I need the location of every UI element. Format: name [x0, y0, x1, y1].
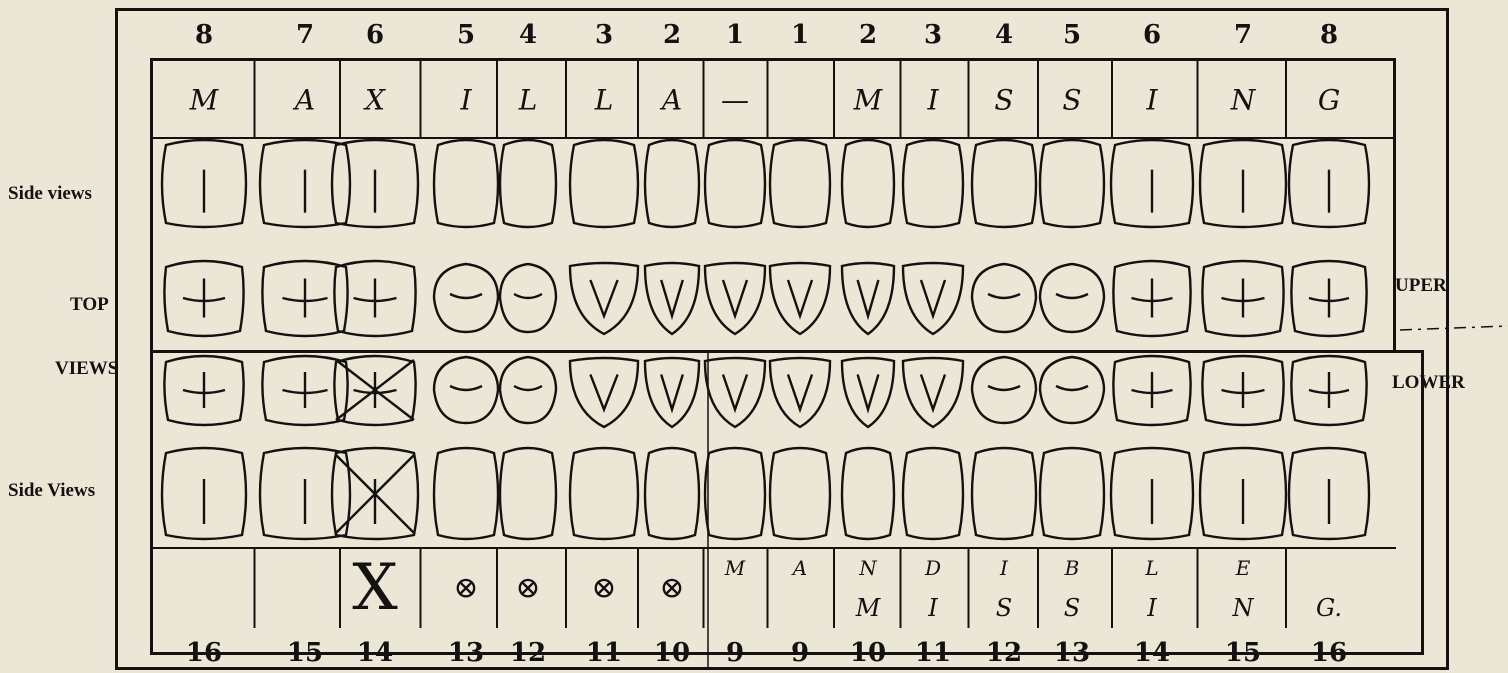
upper-top-tooth [770, 263, 830, 334]
upper-side-tooth [903, 140, 963, 227]
upper-top-tooth [645, 263, 699, 334]
lower-top-tooth [164, 356, 243, 425]
lower-top-tooth [645, 358, 699, 427]
upper-top-tooth [500, 264, 556, 332]
upper-side-tooth [1200, 140, 1286, 227]
upper-side-tooth [162, 140, 246, 227]
lower-top-tooth [500, 357, 556, 423]
lower-side-tooth [434, 448, 498, 539]
upper-side-tooth [705, 140, 765, 227]
upper-top-tooth [1291, 261, 1366, 336]
lower-top-tooth [434, 357, 498, 423]
upper-side-tooth [434, 140, 498, 227]
upper-side-tooth [260, 140, 350, 227]
lower-top-tooth [903, 358, 963, 427]
lower-top-tooth [1113, 356, 1190, 425]
upper-top-tooth [570, 263, 638, 334]
upper-side-tooth [1040, 140, 1104, 227]
upper-top-tooth [842, 263, 894, 334]
lower-side-tooth [842, 448, 894, 539]
upper-top-tooth [1040, 264, 1104, 332]
upper-top-tooth [164, 261, 243, 336]
lower-top-tooth [842, 358, 894, 427]
lower-top-tooth [770, 358, 830, 427]
upper-side-tooth [570, 140, 638, 227]
lower-top-tooth [1291, 356, 1366, 425]
upper-top-tooth [972, 264, 1036, 332]
upper-top-tooth [1113, 261, 1190, 336]
lower-side-tooth [1040, 448, 1104, 539]
lower-side-tooth [1200, 448, 1286, 539]
upper-side-tooth [332, 140, 418, 227]
upper-top-tooth [705, 263, 765, 334]
lower-side-tooth [972, 448, 1036, 539]
lower-top-tooth [1040, 357, 1104, 423]
upper-side-tooth [1289, 140, 1369, 227]
upper-side-tooth [770, 140, 830, 227]
lower-side-tooth [645, 448, 699, 539]
lower-side-tooth [903, 448, 963, 539]
upper-side-tooth [1111, 140, 1193, 227]
lower-top-tooth [570, 358, 638, 427]
upper-top-tooth [903, 263, 963, 334]
lower-top-tooth [705, 358, 765, 427]
lower-side-tooth [570, 448, 638, 539]
lower-side-tooth [770, 448, 830, 539]
upper-dashed-line [1400, 326, 1508, 330]
upper-top-tooth [1202, 261, 1283, 336]
upper-side-tooth [645, 140, 699, 227]
lower-side-tooth [1111, 448, 1193, 539]
lower-top-tooth [1202, 356, 1283, 425]
lower-side-tooth [705, 448, 765, 539]
lower-top-tooth [972, 357, 1036, 423]
lower-side-tooth [500, 448, 556, 539]
lower-side-tooth [162, 448, 246, 539]
lower-side-tooth [1289, 448, 1369, 539]
upper-side-tooth [500, 140, 556, 227]
lower-side-tooth [332, 448, 418, 539]
lower-side-tooth [260, 448, 350, 539]
upper-top-tooth [434, 264, 498, 332]
upper-side-tooth [842, 140, 894, 227]
upper-side-tooth [972, 140, 1036, 227]
